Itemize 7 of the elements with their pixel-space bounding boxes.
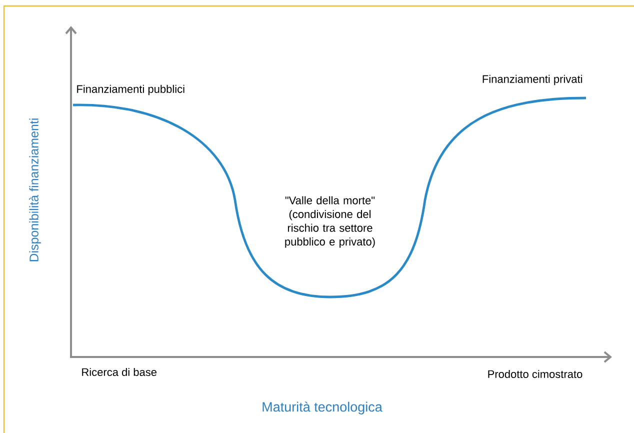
valley-label: "Valle della morte" (condivisione del rischio tra settore pubblico e privato) bbox=[285, 196, 375, 248]
curve-label: Finanziamenti pubblici bbox=[77, 84, 184, 96]
axis-title: Maturità tecnologica bbox=[262, 402, 382, 414]
axis-title: Disponibilità finanziamenti bbox=[29, 118, 41, 262]
curve-label: Finanziamenti privati bbox=[482, 74, 582, 86]
axis-tick-label: Prodotto cimostrato bbox=[488, 370, 582, 378]
axis-tick-label: Ricerca di base bbox=[82, 368, 156, 376]
